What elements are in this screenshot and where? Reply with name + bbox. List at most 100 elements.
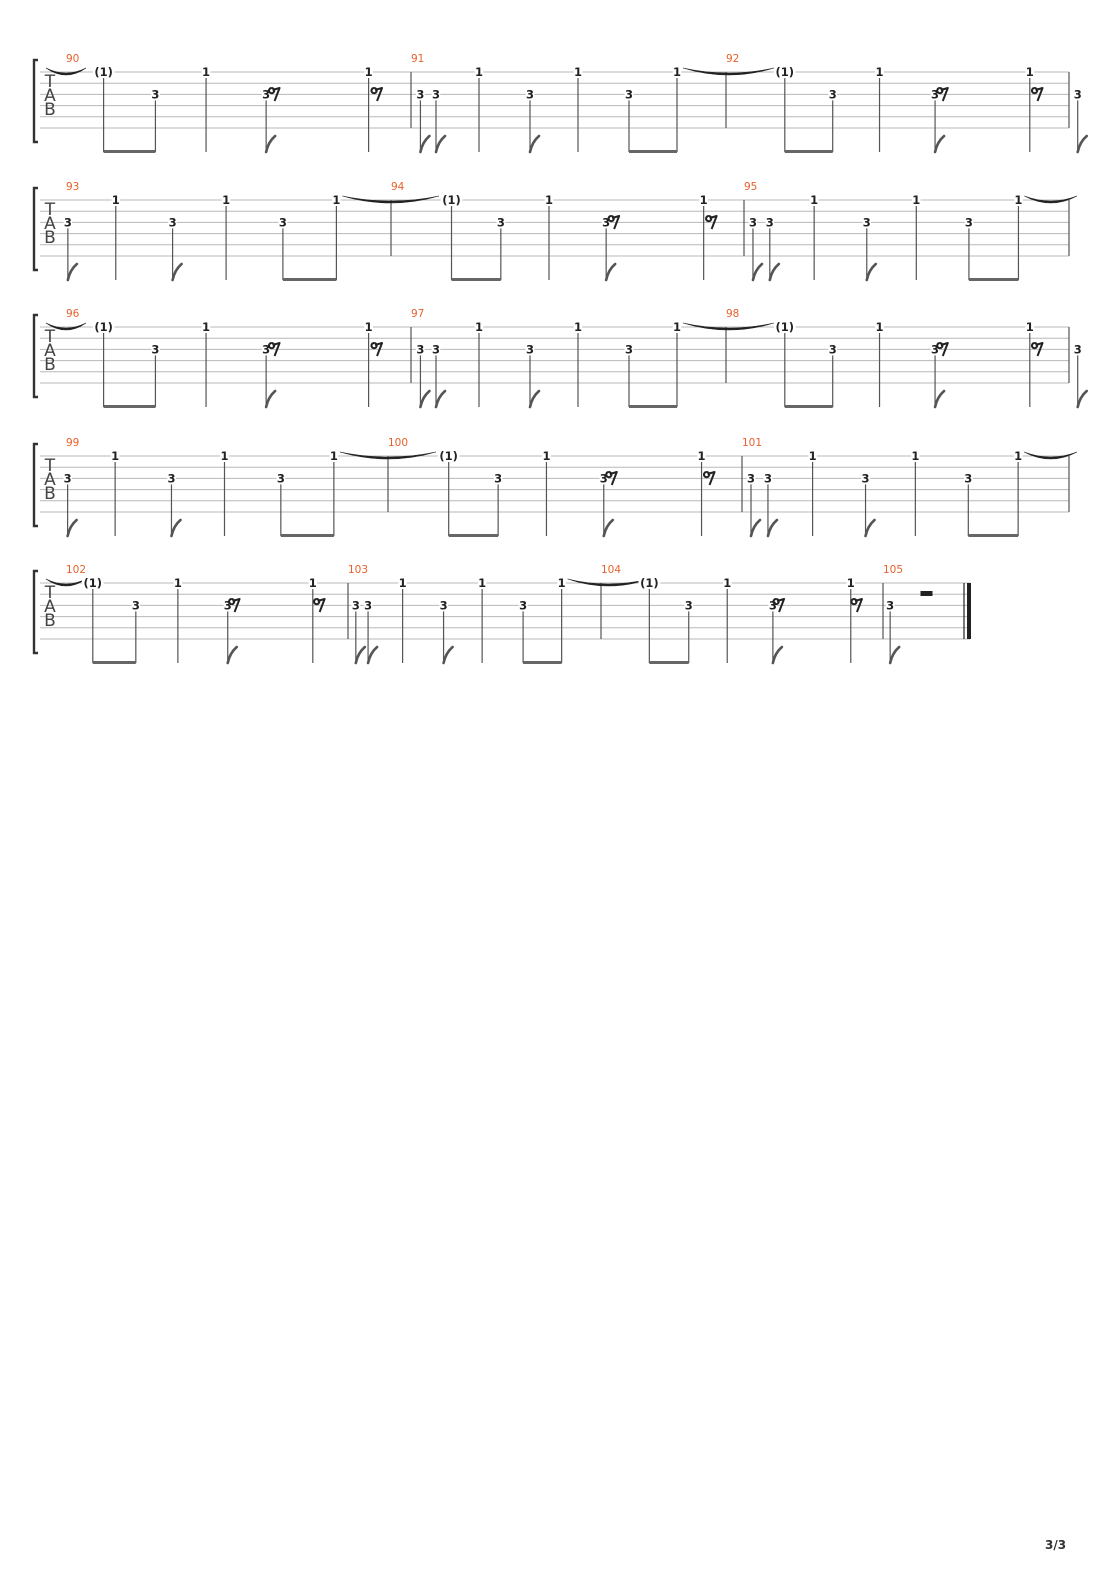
tab-clef-letter: A (44, 86, 56, 106)
note-beam (103, 405, 156, 408)
fret-knockout (1014, 194, 1023, 205)
note-flag (434, 389, 447, 409)
measure-number: 95 (744, 181, 757, 193)
fret-number: 3 (829, 342, 837, 356)
fret-knockout (363, 599, 373, 611)
tab-clef-letter: A (44, 470, 56, 490)
fret-number: 3 (764, 471, 772, 485)
fret-knockout (763, 472, 773, 484)
fret-number: (1) (84, 576, 103, 590)
tab-clef-letter: T (44, 200, 56, 220)
note-beam (280, 534, 334, 537)
note-beam (968, 534, 1019, 537)
fret-knockout (431, 343, 441, 355)
fret-knockout (437, 450, 460, 461)
note-beam (629, 405, 677, 408)
tab-clef-letter: T (44, 327, 56, 347)
fret-knockout (278, 216, 288, 228)
fret-knockout (276, 472, 286, 484)
measure-number: 104 (601, 564, 621, 576)
fret-number: 1 (202, 65, 210, 79)
note-flag (354, 645, 367, 665)
fret-number: 1 (542, 449, 550, 463)
fret-number: 1 (912, 193, 920, 207)
note-beam (784, 405, 833, 408)
fret-knockout (92, 66, 115, 77)
fret-knockout (308, 577, 318, 588)
fret-knockout (875, 66, 884, 77)
note-flag (604, 262, 617, 282)
fret-number: 3 (769, 598, 777, 612)
fret-knockout (885, 599, 895, 611)
fret-number: (1) (94, 320, 113, 334)
note-flag (768, 262, 781, 282)
fret-knockout (474, 66, 484, 77)
fret-number: 1 (475, 65, 483, 79)
fret-number: 3 (167, 471, 175, 485)
measure-number: 105 (883, 564, 903, 576)
fret-number: 1 (220, 449, 228, 463)
fret-number: 3 (747, 471, 755, 485)
fret-number: 3 (352, 598, 360, 612)
fret-number: (1) (776, 65, 795, 79)
fret-knockout (544, 194, 554, 205)
fret-knockout (474, 321, 484, 332)
fret-knockout (221, 194, 231, 205)
eighth-rest (705, 215, 718, 230)
fret-number: 1 (1026, 65, 1034, 79)
fret-number: 3 (497, 215, 505, 229)
fret-knockout (672, 321, 682, 332)
fret-number: (1) (640, 576, 659, 590)
note-beam (649, 661, 689, 664)
fret-number: 1 (330, 449, 338, 463)
fret-knockout (110, 450, 120, 461)
tie (45, 67, 87, 76)
fret-number: 3 (432, 87, 440, 101)
fret-number: 3 (602, 215, 610, 229)
fret-number: 3 (262, 87, 270, 101)
fret-number: 3 (416, 342, 424, 356)
fret-knockout (439, 599, 448, 611)
tab-clef-letter: A (44, 597, 56, 617)
tab-clef-letter: B (44, 100, 56, 120)
fret-knockout (624, 343, 634, 355)
fret-number: 3 (965, 215, 973, 229)
fret-number: 1 (399, 576, 407, 590)
fret-knockout (151, 88, 160, 100)
fret-knockout (930, 343, 940, 355)
fret-knockout (496, 216, 506, 228)
measure-number: 98 (726, 308, 739, 320)
note-beam (629, 150, 677, 153)
fret-number: 1 (673, 65, 681, 79)
note-flag (864, 518, 876, 538)
note-beam (784, 150, 833, 153)
final-barline-thick (967, 583, 971, 639)
eighth-rest (850, 598, 863, 613)
note-flag (865, 262, 878, 282)
fret-number: 1 (673, 320, 681, 334)
measure-number: 93 (66, 181, 79, 193)
fret-number: 3 (277, 471, 285, 485)
fret-number: 3 (600, 471, 608, 485)
fret-number: 3 (224, 598, 232, 612)
fret-number: (1) (776, 320, 795, 334)
fret-knockout (63, 216, 73, 228)
note-beam (448, 534, 499, 537)
fret-knockout (809, 194, 819, 205)
measure: 105 (883, 564, 933, 596)
fret-knockout (599, 472, 609, 484)
fret-number: 3 (364, 598, 372, 612)
eighth-rest (1030, 342, 1044, 357)
fret-number: 3 (151, 342, 159, 356)
fret-knockout (151, 343, 160, 355)
note-flag (434, 134, 447, 154)
note-flag (933, 389, 946, 409)
